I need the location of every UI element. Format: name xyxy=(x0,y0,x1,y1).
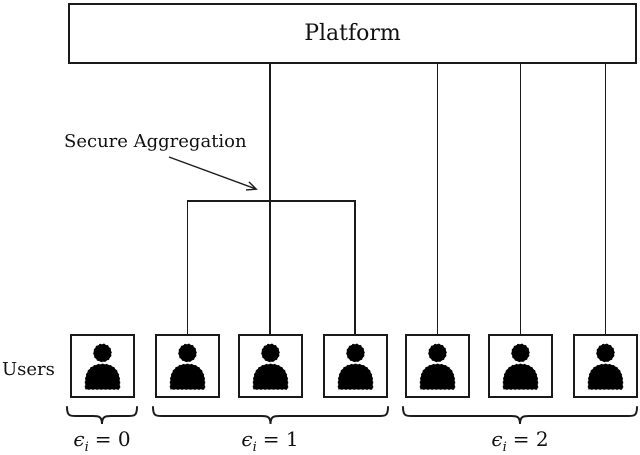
aggregation-junction-bar xyxy=(186,200,356,202)
person-silhouette-icon xyxy=(502,343,539,391)
epsilon-subscript: i xyxy=(502,440,507,455)
connector-junction-to-user2 xyxy=(186,200,189,335)
epsilon-label-group0: ϵi = 0 xyxy=(42,427,162,454)
brace-group0-icon xyxy=(66,406,138,425)
connector-junction-to-user4 xyxy=(354,200,356,335)
user-box-2 xyxy=(155,334,220,398)
epsilon-symbol: ϵ xyxy=(491,427,503,451)
arrow-icon xyxy=(168,156,258,191)
epsilon-subscript: i xyxy=(252,440,257,455)
user-box-5 xyxy=(405,334,470,398)
user-box-3 xyxy=(237,334,303,398)
person-silhouette-icon xyxy=(587,343,624,391)
connector-platform-to-user7 xyxy=(604,64,607,335)
person-silhouette-icon xyxy=(251,343,289,391)
epsilon-value: = 1 xyxy=(262,427,299,451)
connector-platform-to-user5 xyxy=(436,64,439,335)
epsilon-symbol: ϵ xyxy=(73,427,85,451)
person-silhouette-icon xyxy=(419,343,456,391)
secure-aggregation-label: Secure Aggregation xyxy=(64,131,247,152)
user-box-1 xyxy=(70,334,135,398)
person-silhouette-icon xyxy=(84,343,121,391)
epsilon-value: = 0 xyxy=(94,427,131,451)
epsilon-symbol: ϵ xyxy=(241,427,253,451)
connector-platform-to-center xyxy=(269,64,271,335)
epsilon-label-group2: ϵi = 2 xyxy=(460,427,580,454)
users-label: Users xyxy=(2,359,55,380)
brace-group1-icon xyxy=(152,406,389,425)
user-box-4 xyxy=(322,334,388,398)
epsilon-subscript: i xyxy=(84,440,89,455)
epsilon-value: = 2 xyxy=(512,427,549,451)
person-silhouette-icon xyxy=(336,343,374,391)
platform-box: Platform xyxy=(68,3,637,64)
user-box-6 xyxy=(488,334,553,398)
epsilon-label-group1: ϵi = 1 xyxy=(210,427,330,454)
platform-label: Platform xyxy=(304,21,401,46)
person-silhouette-icon xyxy=(169,343,206,391)
brace-group2-icon xyxy=(402,406,638,425)
user-box-7 xyxy=(573,334,638,398)
connector-platform-to-user6 xyxy=(519,64,522,335)
